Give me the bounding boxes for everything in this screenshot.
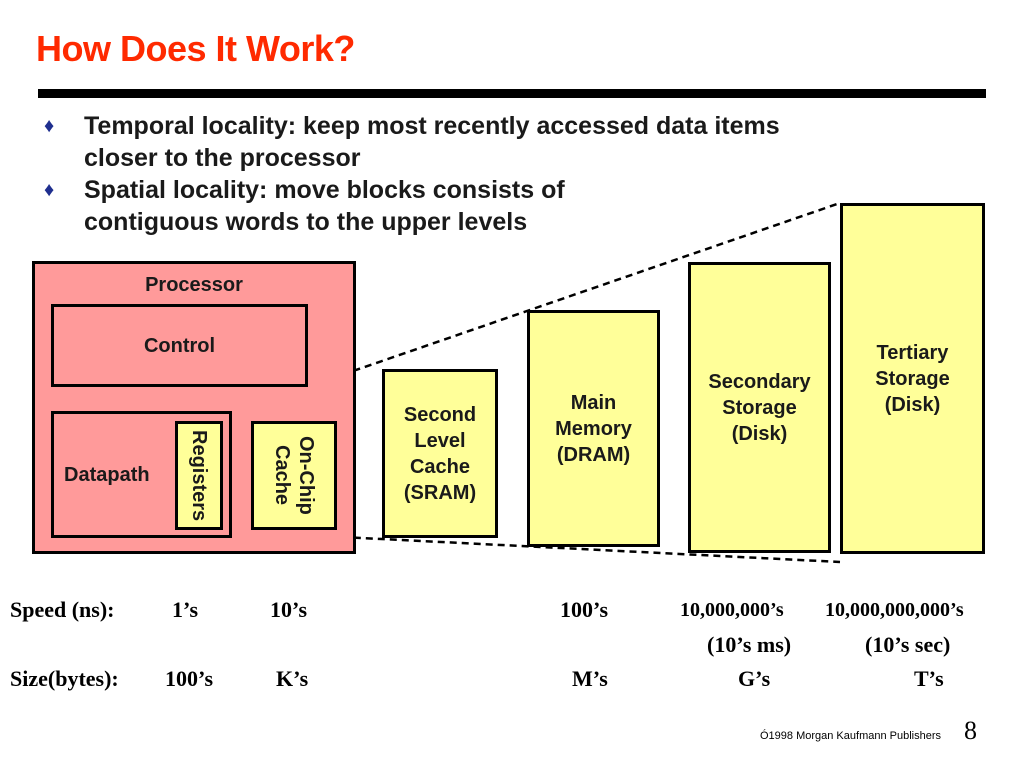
bullet-text-line: Temporal locality: keep most recently ac… bbox=[84, 112, 780, 140]
speed-registers: 1’s bbox=[172, 597, 199, 622]
box-label-line: Memory bbox=[555, 417, 632, 440]
bullet-text-line: Spatial locality: move blocks consists o… bbox=[84, 176, 565, 204]
onchip-cache-box: On-Chip Cache bbox=[251, 421, 337, 530]
size-main-memory: M’s bbox=[572, 666, 608, 691]
speed-tertiary: 10,000,000,000’s bbox=[825, 599, 964, 621]
title-divider bbox=[38, 89, 986, 98]
registers-label: Registers bbox=[188, 429, 210, 522]
box-label-line: Secondary bbox=[708, 371, 811, 393]
box-label-line: (Disk) bbox=[884, 394, 941, 416]
diamond-bullet-icon: ♦ bbox=[44, 179, 55, 201]
box-label-line: Storage bbox=[875, 368, 950, 390]
size-tertiary: T’s bbox=[914, 666, 944, 691]
box-label-line: (Disk) bbox=[731, 423, 788, 445]
box-label-line: (DRAM) bbox=[556, 443, 631, 466]
tertiary-storage-box: Tertiary Storage (Disk) bbox=[840, 203, 985, 554]
main-memory-box: Main Memory (DRAM) bbox=[527, 310, 660, 547]
speed-secondary-note: (10’s ms) bbox=[707, 632, 792, 657]
bullet-text-line: closer to the processor bbox=[84, 144, 361, 172]
onchip-cache-label: On-Chip Cache bbox=[271, 436, 317, 515]
control-box: Control bbox=[51, 304, 308, 387]
registers-box: Registers bbox=[175, 421, 223, 530]
page-title: How Does It Work? bbox=[36, 28, 355, 69]
speed-main-memory: 100’s bbox=[560, 597, 609, 622]
control-label: Control bbox=[143, 334, 216, 357]
upper-dashed-line bbox=[239, 201, 841, 412]
box-label-line: Cache bbox=[409, 455, 471, 478]
box-label-line: Tertiary bbox=[876, 342, 949, 364]
size-secondary: G’s bbox=[738, 666, 771, 691]
diamond-bullet-icon: ♦ bbox=[44, 115, 55, 137]
second-level-cache-box: Second Level Cache (SRAM) bbox=[382, 369, 498, 538]
box-label-line: Second bbox=[403, 403, 477, 426]
datapath-label: Datapath bbox=[64, 463, 150, 486]
processor-label: Processor bbox=[145, 274, 243, 296]
size-cache: K’s bbox=[276, 666, 309, 691]
bullet-text-line: contiguous words to the upper levels bbox=[84, 208, 528, 236]
box-label-line: Level bbox=[414, 429, 466, 452]
page-number: 8 bbox=[964, 716, 977, 745]
size-label: Size(bytes): bbox=[10, 666, 119, 691]
size-registers: 100’s bbox=[165, 666, 214, 691]
speed-label: Speed (ns): bbox=[10, 597, 115, 622]
speed-tertiary-note: (10’s sec) bbox=[865, 632, 951, 657]
box-label-line: (SRAM) bbox=[403, 481, 477, 504]
copyright-notice: Ó1998 Morgan Kaufmann Publishers bbox=[760, 730, 941, 742]
bullet-temporal-locality: ♦ Temporal locality: keep most recently … bbox=[44, 110, 974, 174]
secondary-storage-box: Secondary Storage (Disk) bbox=[688, 262, 831, 553]
bullet-spatial-locality: ♦ Spatial locality: move blocks consists… bbox=[44, 174, 974, 238]
speed-cache: 10’s bbox=[270, 597, 308, 622]
box-label-line: Storage bbox=[722, 397, 797, 419]
box-label-line: Main bbox=[570, 391, 617, 414]
speed-secondary: 10,000,000’s bbox=[680, 599, 784, 621]
